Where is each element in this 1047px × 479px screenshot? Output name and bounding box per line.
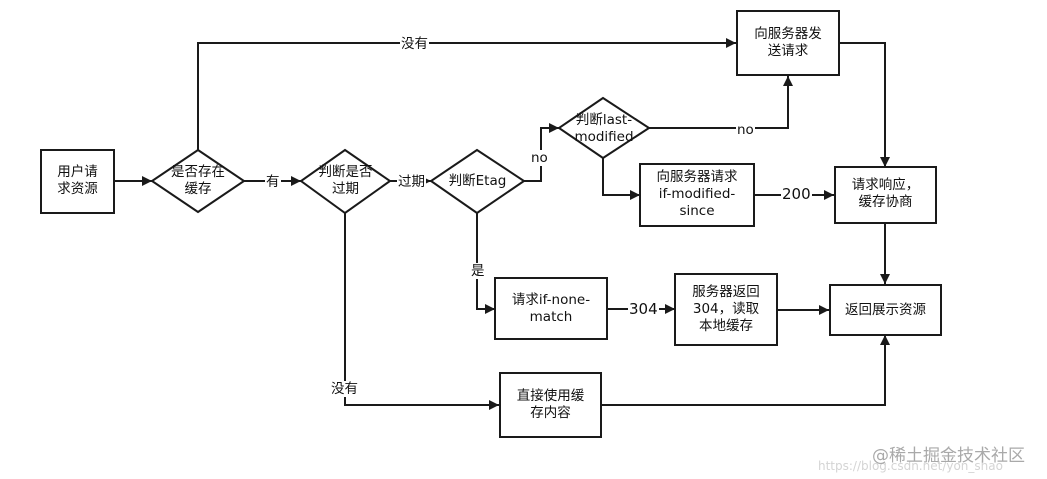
edge-label-not-expired: 没有 [330, 381, 359, 397]
node-has-cache-label: 是否存在 缓存 [171, 164, 225, 197]
node-check-last-modified-diamond [557, 96, 651, 160]
edge-label-expired: 过期 [397, 174, 426, 190]
edge-last-modified-to-if-modified [602, 158, 640, 200]
node-is-expired-diamond [299, 148, 392, 215]
edge-label-status-200: 200 [781, 185, 812, 203]
node-request-if-modified-since-box [639, 163, 755, 227]
edge-label-etag-no: no [530, 150, 549, 166]
node-check-etag-label: 判断Etag [448, 173, 507, 189]
node-check-last-modified-label: 判断last- modified [574, 112, 634, 145]
node-use-cache-directly-label: 直接使用缓 存内容 [516, 388, 585, 421]
node-check-etag-diamond [429, 148, 526, 215]
edge-no-cache-to-server [197, 38, 736, 150]
node-request-if-none-match-label: 请求if-none- match [511, 292, 591, 325]
edge-label-status-304: 304 [628, 300, 659, 318]
node-use-cache-directly-box [499, 372, 602, 438]
node-user-request-label: 用户请 求资源 [57, 164, 98, 197]
edge-server-to-response [839, 42, 890, 167]
node-request-response-cache-label: 请求响应， 缓存协商 [851, 177, 920, 210]
watermark-url: https://blog.csdn.net/yon_shao [818, 459, 1003, 473]
edge-label-no-cache: 没有 [400, 36, 429, 52]
edge-last-modified-no-to-server [649, 76, 793, 129]
edge-not-expired-to-direct [344, 213, 499, 410]
node-is-expired-label: 判断是否 过期 [318, 164, 373, 197]
edge-label-last-modified-no: no [736, 122, 755, 138]
node-request-if-modified-since-label: 向服务器请求 if-modified- since [656, 169, 738, 219]
edge-direct-to-show [601, 335, 890, 406]
node-user-request-box [40, 149, 115, 214]
node-request-response-cache-box [834, 166, 937, 224]
node-request-if-none-match-box [494, 277, 608, 340]
node-has-cache-diamond [150, 148, 246, 214]
node-server-returns-304-box [674, 273, 778, 346]
node-return-show-resource-box [829, 284, 942, 336]
node-send-to-server-box [736, 10, 840, 76]
node-return-show-resource-label: 返回展示资源 [845, 302, 926, 318]
node-send-to-server-label: 向服务器发 送请求 [754, 26, 822, 59]
edge-label-has: 有 [265, 174, 281, 190]
watermark-brand: @稀土掘金技术社区 [872, 446, 1025, 466]
edge-etag-yes-to-if-none-match [476, 213, 495, 314]
node-server-returns-304-label: 服务器返回 304，读取 本地缓存 [692, 284, 760, 334]
edge-label-etag-yes: 是 [470, 263, 486, 279]
